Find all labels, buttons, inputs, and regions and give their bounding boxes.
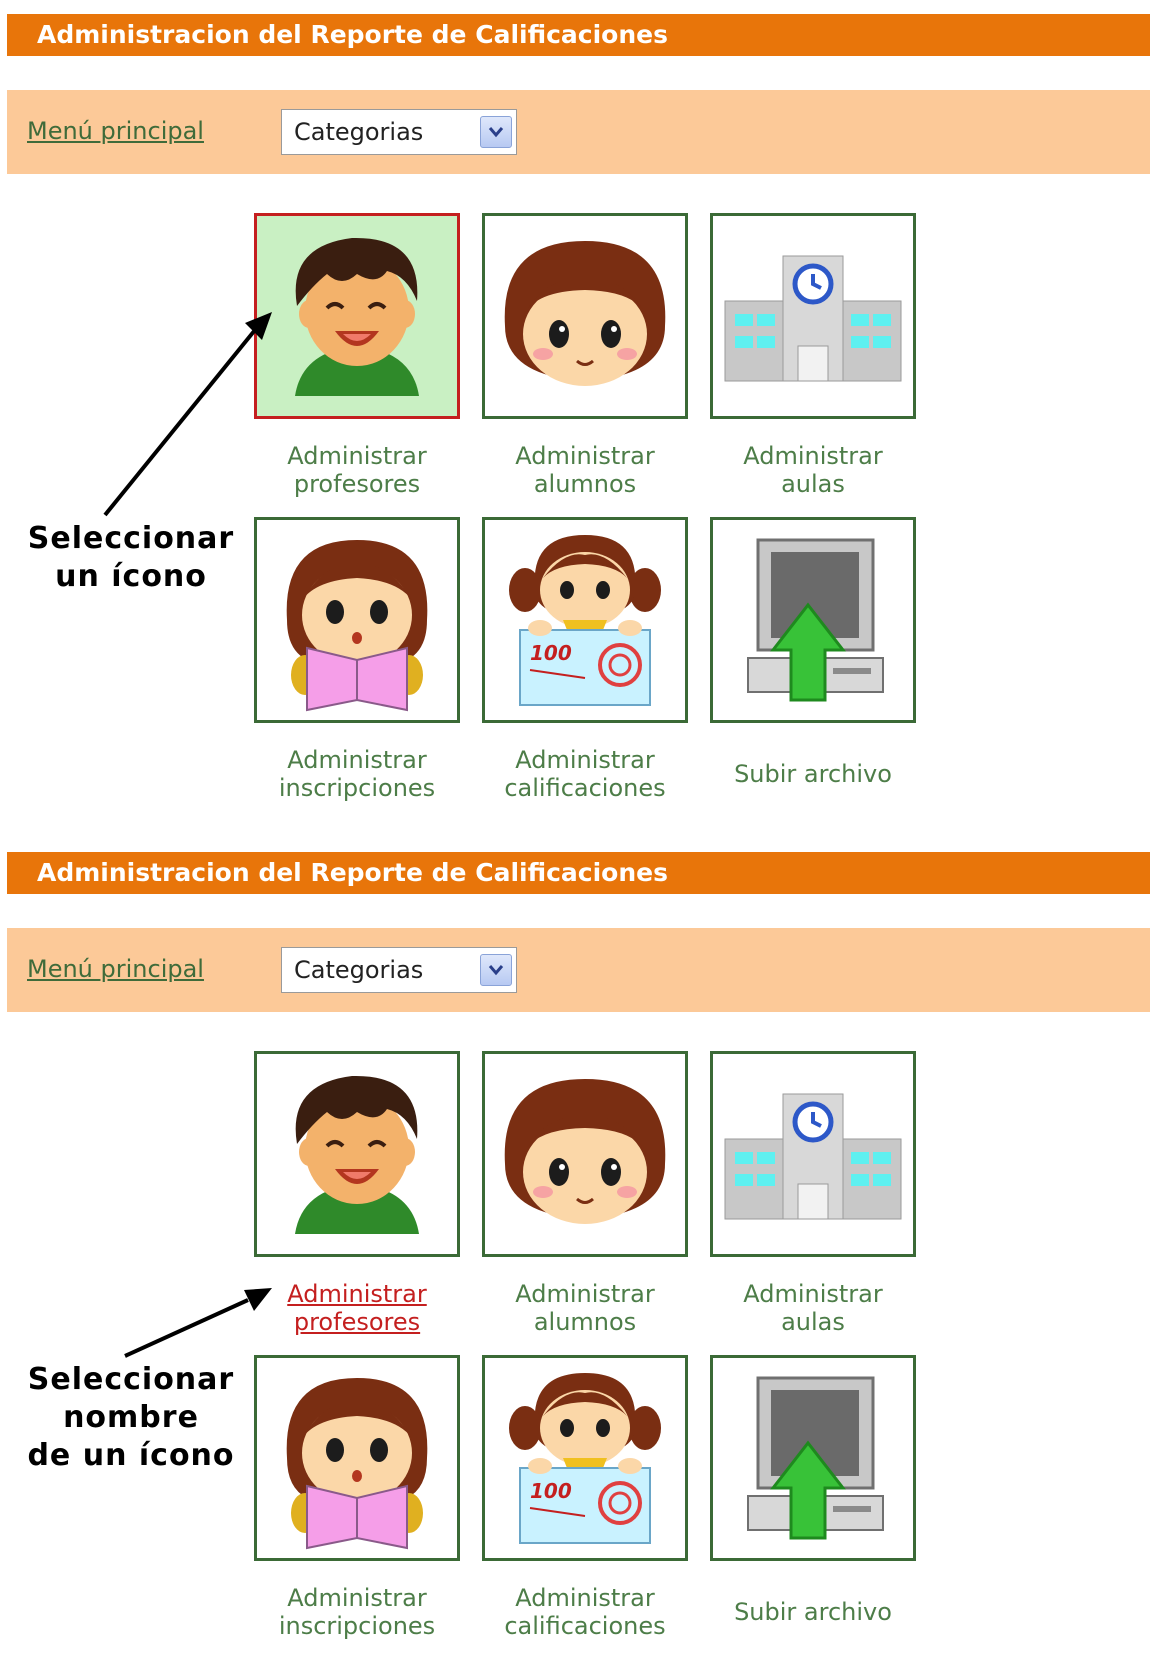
tile-administrar-inscripciones[interactable] (254, 1355, 460, 1561)
label-line: Administrar (743, 442, 883, 470)
school-building-icon (713, 1054, 913, 1254)
category-select[interactable]: Categorias (281, 947, 517, 993)
label-administrar-alumnos[interactable]: Administrar alumnos (482, 1280, 688, 1336)
instruction-annotation: Seleccionar un ícono (0, 520, 262, 596)
tile-administrar-aulas[interactable] (710, 213, 916, 419)
annotation-line: Seleccionar (27, 1362, 235, 1397)
school-building-icon (713, 216, 913, 416)
label-administrar-profesores[interactable]: Administrar profesores (254, 1280, 460, 1336)
header-bar: Administracion del Reporte de Calificaci… (7, 14, 1150, 56)
teacher-icon (257, 216, 457, 416)
instruction-annotation: Seleccionar nombre de un ícono (0, 1361, 262, 1475)
label-administrar-inscripciones[interactable]: Administrar inscripciones (254, 746, 460, 802)
panel-name-selection: Administracion del Reporte de Calificaci… (0, 838, 1150, 1676)
tile-subir-archivo[interactable] (710, 517, 916, 723)
main-menu-link[interactable]: Menú principal (27, 117, 204, 145)
label-line: Administrar (515, 746, 655, 774)
annotation-line: nombre (63, 1400, 199, 1435)
label-administrar-profesores[interactable]: Administrar profesores (254, 442, 460, 498)
teacher-icon (257, 1054, 457, 1254)
tile-administrar-profesores[interactable] (254, 1051, 460, 1257)
tile-administrar-aulas[interactable] (710, 1051, 916, 1257)
label-line: alumnos (533, 1308, 637, 1336)
label-administrar-aulas[interactable]: Administrar aulas (710, 1280, 916, 1336)
annotation-line: un ícono (55, 559, 207, 594)
tile-administrar-calificaciones[interactable] (482, 1355, 688, 1561)
label-line: Administrar (515, 442, 655, 470)
label-subir-archivo[interactable]: Subir archivo (710, 1598, 916, 1626)
label-line: aulas (781, 1308, 845, 1336)
label-line: profesores (293, 470, 421, 498)
student-icon (485, 216, 685, 416)
category-select[interactable]: Categorias (281, 109, 517, 155)
chevron-down-icon[interactable] (480, 116, 512, 148)
label-line: profesores (293, 1308, 421, 1336)
reading-student-icon (257, 1358, 457, 1558)
label-line: inscripciones (278, 774, 436, 802)
nav-bar: Menú principal Categorias (7, 90, 1150, 174)
tile-administrar-calificaciones[interactable] (482, 517, 688, 723)
label-line: Administrar (287, 1584, 427, 1612)
label-line: alumnos (533, 470, 637, 498)
tile-administrar-inscripciones[interactable] (254, 517, 460, 723)
label-line: calificaciones (504, 774, 666, 802)
label-administrar-aulas[interactable]: Administrar aulas (710, 442, 916, 498)
grade-certificate-icon (485, 520, 685, 720)
student-icon (485, 1054, 685, 1254)
label-line: Administrar (287, 442, 427, 470)
label-administrar-calificaciones[interactable]: Administrar calificaciones (482, 746, 688, 802)
label-line: Administrar (743, 1280, 883, 1308)
label-line: Subir archivo (734, 1598, 892, 1626)
label-line: Administrar (287, 746, 427, 774)
panel-icon-selection: Administracion del Reporte de Calificaci… (0, 14, 1150, 802)
tile-administrar-alumnos[interactable] (482, 213, 688, 419)
label-line: Administrar (287, 1280, 427, 1308)
annotation-line: Seleccionar (27, 521, 235, 556)
label-line: aulas (781, 470, 845, 498)
label-administrar-alumnos[interactable]: Administrar alumnos (482, 442, 688, 498)
label-subir-archivo[interactable]: Subir archivo (710, 760, 916, 788)
upload-computer-icon (713, 520, 913, 720)
tile-administrar-alumnos[interactable] (482, 1051, 688, 1257)
main-menu-link[interactable]: Menú principal (27, 955, 204, 983)
header-bar: Administracion del Reporte de Calificaci… (7, 852, 1150, 894)
category-select-value: Categorias (294, 118, 424, 146)
grade-certificate-icon (485, 1358, 685, 1558)
nav-bar: Menú principal Categorias (7, 928, 1150, 1012)
label-administrar-calificaciones[interactable]: Administrar calificaciones (482, 1584, 688, 1640)
chevron-down-icon[interactable] (480, 954, 512, 986)
label-line: Administrar (515, 1584, 655, 1612)
label-line: inscripciones (278, 1612, 436, 1640)
reading-student-icon (257, 520, 457, 720)
page-title: Administracion del Reporte de Calificaci… (37, 20, 668, 49)
label-administrar-inscripciones[interactable]: Administrar inscripciones (254, 1584, 460, 1640)
label-line: calificaciones (504, 1612, 666, 1640)
tile-subir-archivo[interactable] (710, 1355, 916, 1561)
annotation-line: de un ícono (27, 1438, 235, 1473)
label-line: Subir archivo (734, 760, 892, 788)
category-select-value: Categorias (294, 956, 424, 984)
label-line: Administrar (515, 1280, 655, 1308)
page-title: Administracion del Reporte de Calificaci… (37, 858, 668, 887)
tile-administrar-profesores[interactable] (254, 213, 460, 419)
upload-computer-icon (713, 1358, 913, 1558)
